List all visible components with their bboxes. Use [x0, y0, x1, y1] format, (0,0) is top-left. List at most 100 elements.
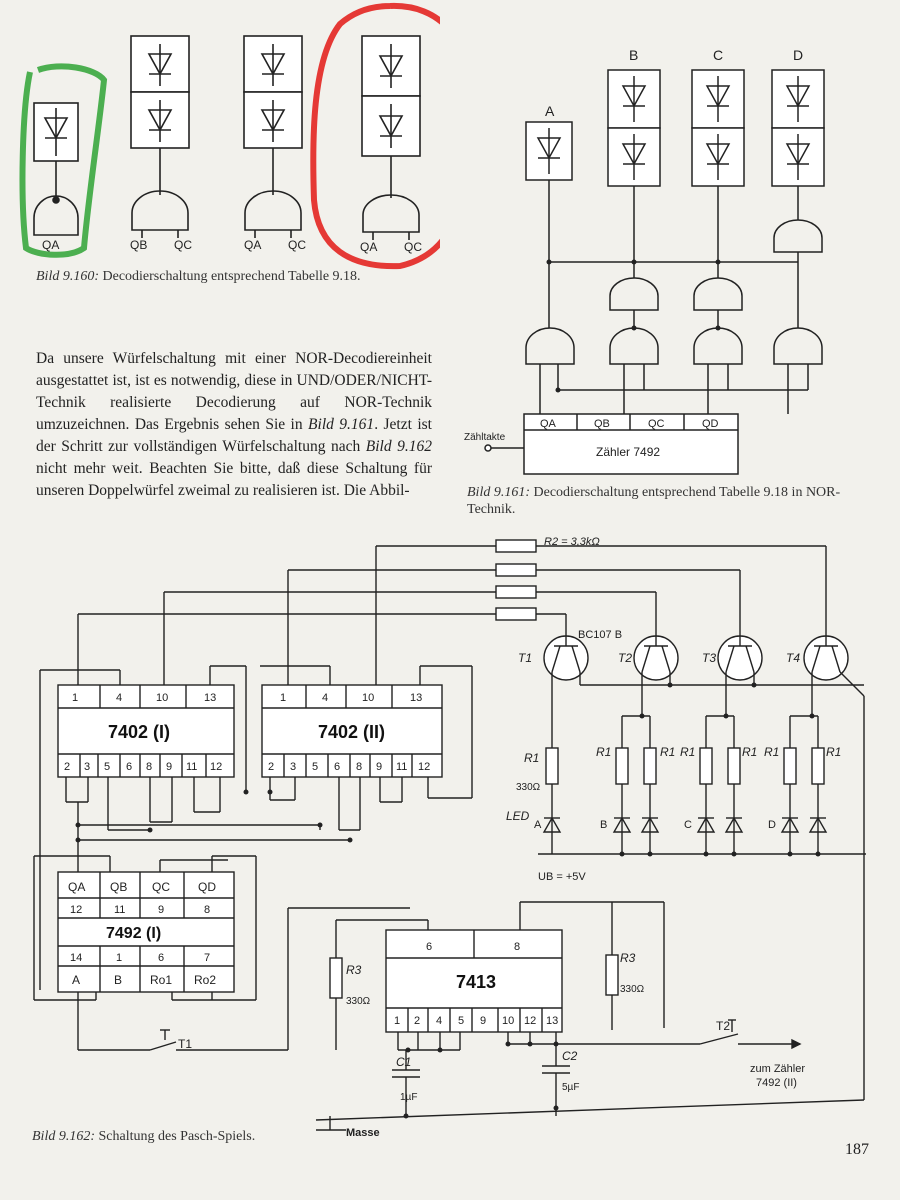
- body-ref-bild-161: Bild 9.161: [308, 416, 375, 433]
- chip1-top-pin-4: 4: [116, 692, 122, 704]
- zum-label: zum Zähler: [750, 1063, 805, 1075]
- chip2-bottom-pin-2: 2: [268, 761, 274, 773]
- counter-output-qd: QD: [198, 880, 216, 894]
- fig161-caption: Bild 9.161: Decodierschaltung entspreche…: [467, 484, 877, 518]
- chip7413-pin-12: 12: [524, 1015, 536, 1027]
- fig161-counter-name: Zähler 7492: [596, 445, 660, 459]
- c1-value: 1µF: [400, 1092, 417, 1103]
- counter-out-pin-9: 9: [158, 904, 164, 916]
- transistor-t4-label: T4: [786, 651, 800, 665]
- r1-label-c2: R1: [742, 745, 757, 759]
- body-paragraph: Da unsere Würfelschaltung mit einer NOR-…: [36, 348, 432, 502]
- r1-label-b2: R1: [660, 745, 675, 759]
- fig160-label-qa-4: QA: [360, 240, 377, 254]
- fig162-caption: Bild 9.162: Schaltung des Pasch-Spiels.: [32, 1128, 255, 1145]
- chip2-bottom-pin-12: 12: [418, 761, 430, 773]
- led-letter-d: D: [768, 819, 776, 831]
- fig160-label-qa-1: QA: [42, 238, 59, 252]
- counter-input-ro1: Ro1: [150, 973, 172, 987]
- r1-label-d1: R1: [764, 745, 779, 759]
- fig161-counter-qd: QD: [702, 418, 719, 430]
- fig160-label-qa-3: QA: [244, 238, 261, 252]
- chip1-bottom-pin-5: 5: [104, 761, 110, 773]
- fig160-caption-text: Decodierschaltung entsprechend Tabelle 9…: [102, 269, 361, 284]
- chip1-bottom-pin-6: 6: [126, 761, 132, 773]
- fig160-caption: Bild 9.160: Decodierschaltung entspreche…: [36, 268, 361, 285]
- chip1-top-pin-1: 1: [72, 692, 78, 704]
- fig160-group-2: [130, 35, 190, 238]
- chip2-bottom-pin-8: 8: [356, 761, 362, 773]
- chip7413-top-pin-8: 8: [514, 941, 520, 953]
- chip7413-pin-5: 5: [458, 1015, 464, 1027]
- r3-value-left: 330Ω: [346, 996, 371, 1007]
- fig161-caption-text: Decodierschaltung entsprechend Tabelle 9…: [467, 485, 841, 517]
- chip2-bottom-pin-3: 3: [290, 761, 296, 773]
- r3-value-right: 330Ω: [620, 984, 645, 995]
- fig161-led-label-b: B: [629, 47, 638, 63]
- fig160-caption-label: Bild 9.160:: [36, 269, 99, 284]
- fig162-caption-label: Bild 9.162:: [32, 1129, 95, 1144]
- chip2-bottom-pin-6: 6: [334, 761, 340, 773]
- r3-label-right: R3: [620, 951, 636, 965]
- body-text-3: nicht mehr weit. Beachten Sie bitte, daß…: [36, 460, 432, 499]
- r1-label-b1: R1: [596, 745, 611, 759]
- c2-label: C2: [562, 1049, 578, 1063]
- chip2-bottom-pin-11: 11: [396, 761, 407, 773]
- r1-label-c1: R1: [680, 745, 695, 759]
- chip1-bottom-pin-8: 8: [146, 761, 152, 773]
- fig160-label-qc-3: QC: [288, 238, 306, 252]
- fig160-label-qc-4: QC: [404, 240, 422, 254]
- chip7413-pin-13: 13: [546, 1015, 558, 1027]
- body-ref-bild-162: Bild 9.162: [365, 438, 432, 455]
- led-letter-c: C: [684, 819, 692, 831]
- counter-input-a: A: [72, 973, 80, 987]
- c2-value: 5µF: [562, 1082, 579, 1093]
- chip2-top-pin-1: 1: [280, 692, 286, 704]
- red-highlight-mark: [310, 2, 440, 270]
- figure-9-161: A B C D QA QB QC QD Zähler 7492 Zähltakt…: [464, 47, 825, 475]
- r1-label-a: R1: [524, 751, 539, 765]
- led-label: LED: [506, 809, 530, 823]
- fig161-counter-qc: QC: [648, 418, 665, 430]
- counter-out-pin-11: 11: [114, 904, 125, 916]
- transistor-t2-label: T2: [618, 651, 632, 665]
- fig161-caption-label: Bild 9.161:: [467, 485, 530, 500]
- fig161-led-label-c: C: [713, 47, 723, 63]
- chip7413-pin-10: 10: [502, 1015, 514, 1027]
- fig161-led-label-a: A: [545, 103, 555, 119]
- green-highlight-mark: [19, 63, 108, 258]
- fig160-label-qc-2: QC: [174, 238, 192, 252]
- chip7413-name: 7413: [456, 972, 496, 992]
- switch-t1-label: T1: [178, 1037, 192, 1051]
- counter-output-qb: QB: [110, 880, 127, 894]
- chip7413-pin-9: 9: [480, 1015, 486, 1027]
- chip2-top-pin-4: 4: [322, 692, 328, 704]
- counter-output-qc: QC: [152, 880, 170, 894]
- figure-9-160: QA QB QC QA QC QA QC: [19, 2, 440, 270]
- chip2-bottom-pin-9: 9: [376, 761, 382, 773]
- led-letter-b: B: [600, 819, 607, 831]
- body-text-1: Da unsere Würfelschaltung mit einer NOR-…: [36, 350, 432, 433]
- fig160-group-3: [243, 35, 303, 238]
- r1-label-d2: R1: [826, 745, 841, 759]
- counter-name: 7492 (I): [106, 925, 161, 942]
- counter-in-pin-7: 7: [204, 952, 210, 964]
- chip1-top-pin-10: 10: [156, 692, 168, 704]
- figure-9-162: 1 4 10 13 7402 (I) 2 3 5 6 8 9 11 12 1 4…: [33, 536, 866, 1139]
- counter-output-qa: QA: [68, 880, 85, 894]
- chip7413-top-pin-6: 6: [426, 941, 432, 953]
- body-text-2: . Jetzt ist der Schritt zur vollständige…: [36, 416, 432, 455]
- transistor-type-label: BC107 B: [578, 629, 622, 641]
- counter-in-pin-14: 14: [70, 952, 82, 964]
- c1-label: C1: [396, 1055, 411, 1069]
- fig160-group-1: [33, 102, 79, 236]
- counter-input-b: B: [114, 973, 122, 987]
- transistor-t3-label: T3: [702, 651, 716, 665]
- chip1-name: 7402 (I): [108, 722, 170, 742]
- counter-out-pin-8: 8: [204, 904, 210, 916]
- fig160-label-qb-2: QB: [130, 238, 147, 252]
- page-number: 187: [845, 1141, 869, 1158]
- chip1-bottom-pin-2: 2: [64, 761, 70, 773]
- transistor-t1-label: T1: [518, 651, 532, 665]
